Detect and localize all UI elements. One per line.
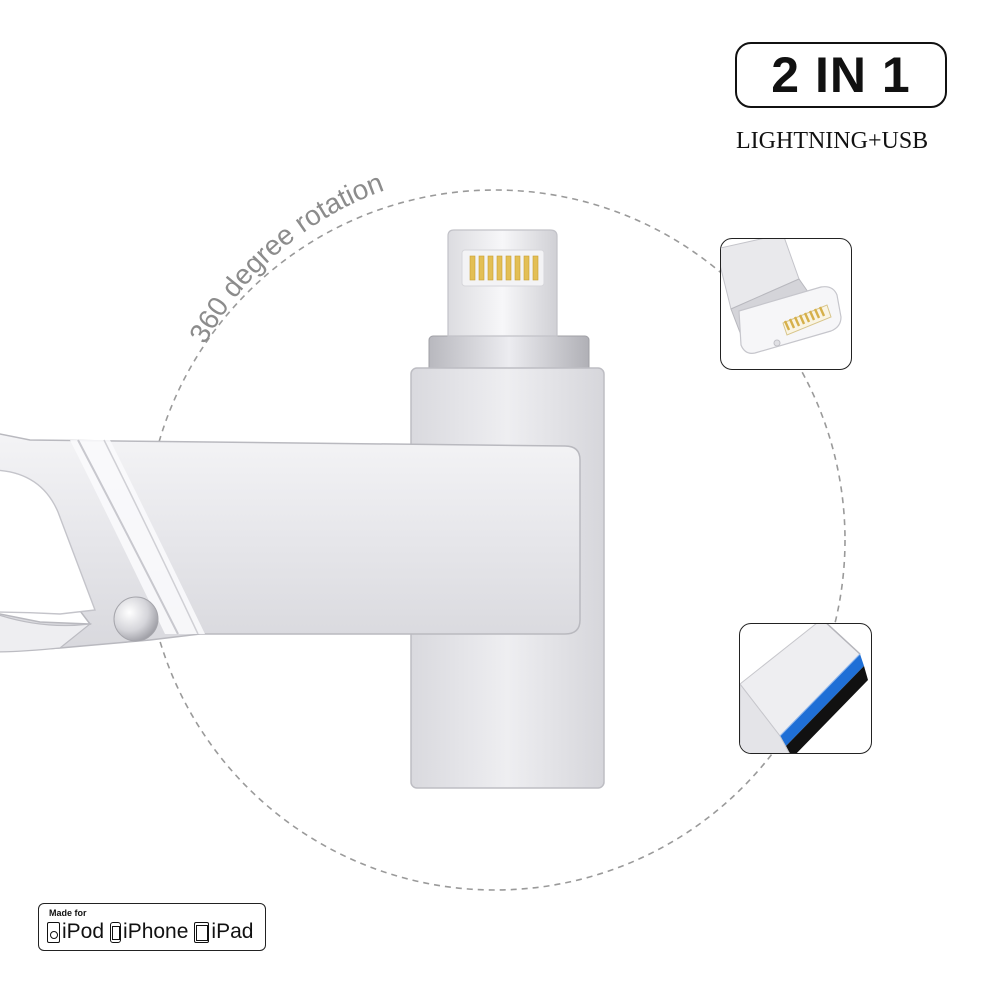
- ipod-glyph-icon: [47, 921, 60, 943]
- device-label: iPod: [62, 920, 105, 943]
- connector-subtitle: LIGHTNING+USB: [736, 128, 929, 154]
- lightning-plug: [428, 229, 590, 373]
- rotation-label: 360 degree rotation: [183, 167, 387, 348]
- rotation-circle: [144, 189, 846, 891]
- device-label: iPhone: [123, 920, 189, 943]
- device-label: iPad: [211, 920, 254, 943]
- iphone-glyph-icon: [110, 921, 122, 943]
- two-in-one-badge: 2 IN 1: [735, 42, 947, 108]
- lightning-closeup-icon: [721, 239, 842, 354]
- made-for-label: Made for: [49, 908, 87, 918]
- made-for-ipod: iPod: [47, 920, 104, 944]
- made-for-ipad: iPad: [194, 920, 253, 944]
- made-for-badge: Made for iPod iPhone iPad: [38, 903, 266, 951]
- usb-detail-inset: [739, 623, 872, 754]
- made-for-iphone: iPhone: [110, 920, 188, 944]
- ipad-glyph-icon: [194, 921, 210, 943]
- usb-closeup-icon: [740, 624, 868, 753]
- lightning-detail-inset: [720, 238, 852, 370]
- swivel-arm: [0, 433, 581, 653]
